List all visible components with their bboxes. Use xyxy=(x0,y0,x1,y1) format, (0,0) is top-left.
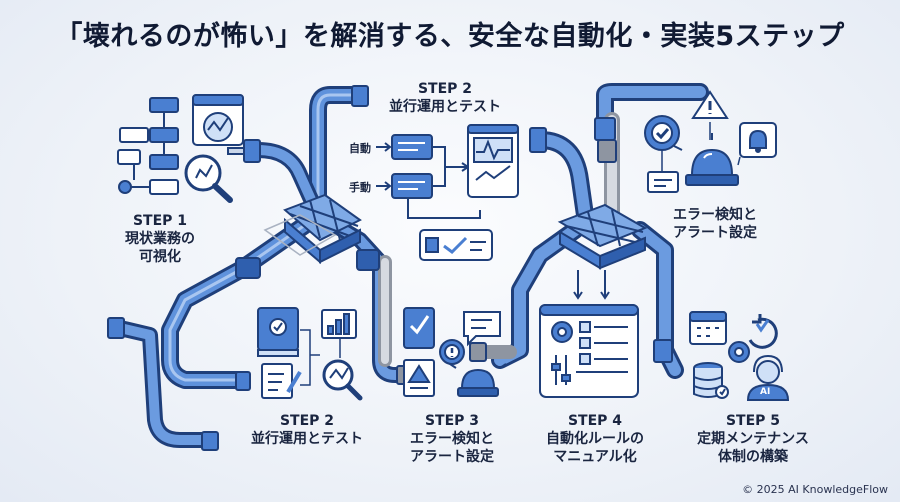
pipe-junction-left xyxy=(283,193,362,265)
pipe-plugs-left xyxy=(107,85,412,451)
step5-label: STEP 5 定期メンテナンス 体制の構築 xyxy=(678,412,828,466)
copyright-notice: © 2025 AI KnowledgeFlow xyxy=(742,483,888,496)
ai-assistant-icon xyxy=(746,354,790,401)
manual-label: 手動 xyxy=(349,181,371,194)
step4-label: STEP 4 自動化ルールの マニュアル化 xyxy=(530,412,660,466)
refresh-cycle-icon xyxy=(748,314,778,349)
alert-connector-lines xyxy=(661,122,741,172)
pipe-junction-right xyxy=(557,203,648,270)
step3-line1: エラー検知と xyxy=(410,431,494,447)
down-arrows-icon xyxy=(573,270,610,300)
manual-book-icon xyxy=(257,307,299,357)
step3-line2: アラート設定 xyxy=(410,449,494,465)
magnifier-icon xyxy=(184,154,233,203)
step2-bottom-title: STEP 2 xyxy=(279,413,335,429)
warning-document-icon xyxy=(403,359,435,397)
step2-top-title: STEP 2 xyxy=(417,81,473,97)
alarm-siren-icon xyxy=(673,133,751,186)
step3-title: STEP 3 xyxy=(424,413,480,429)
merge-arrows-icon xyxy=(407,146,481,219)
step2-top-line1: 並行運用とテスト xyxy=(389,99,501,115)
pipe-plugs-right xyxy=(469,117,673,363)
step5-line2: 体制の構築 xyxy=(718,449,788,465)
bar-chart-icon xyxy=(321,309,357,339)
pipe-network-right xyxy=(473,83,709,379)
step2-bottom-label: STEP 2 並行運用とテスト xyxy=(232,412,382,448)
alert-top-label: エラー検知と アラート設定 xyxy=(650,206,780,242)
calendar-icon xyxy=(689,311,727,345)
step1-label: STEP 1 現状業務の 可視化 xyxy=(100,212,220,266)
manual-document-icon xyxy=(376,173,433,199)
step4-line2: マニュアル化 xyxy=(553,449,637,465)
warning-triangle-icon xyxy=(691,90,729,119)
step1-line1: 現状業務の xyxy=(125,231,195,247)
step4-line1: 自動化ルールの xyxy=(546,431,644,447)
maintenance-gear-icon xyxy=(728,341,750,363)
alert-gear-icon xyxy=(439,339,465,365)
junction-outline-left xyxy=(263,214,337,256)
auto-label: 自動 xyxy=(349,142,371,155)
trend-magnifier-icon xyxy=(322,359,363,401)
step2-top-label: STEP 2 並行運用とテスト xyxy=(370,80,520,116)
alert-top-line1: エラー検知と xyxy=(673,207,757,223)
alert-top-line2: アラート設定 xyxy=(673,225,757,241)
siren-small-icon xyxy=(449,363,507,397)
rules-panel-icon xyxy=(539,304,639,398)
step5-line1: 定期メンテナンス xyxy=(697,431,809,447)
step5-title: STEP 5 xyxy=(725,413,781,429)
bell-notification-icon xyxy=(739,122,777,158)
checklist-book-icon xyxy=(403,307,435,349)
message-card-icon xyxy=(647,171,679,193)
edit-document-icon xyxy=(261,363,302,399)
step1-title: STEP 1 xyxy=(132,213,188,229)
ai-label: AI xyxy=(760,387,771,397)
step4-title: STEP 4 xyxy=(567,413,623,429)
auto-document-icon xyxy=(376,134,433,160)
check-gear-icon xyxy=(644,115,680,151)
chat-bubble-icon xyxy=(463,311,501,347)
monitor-document-icon xyxy=(467,124,519,198)
brace-lines-step2 xyxy=(300,329,341,386)
step1-line2: 可視化 xyxy=(139,249,181,265)
flowchart-icon xyxy=(117,97,179,195)
step2-bottom-line1: 並行運用とテスト xyxy=(251,431,363,447)
step3-label: STEP 3 エラー検知と アラート設定 xyxy=(392,412,512,466)
database-icon xyxy=(693,362,729,399)
chart-icon xyxy=(192,94,244,146)
approval-card-icon xyxy=(419,229,493,261)
page-title: 「壊れるのが怖い」を解消する、安全な自動化・実装5ステップ xyxy=(55,21,845,52)
